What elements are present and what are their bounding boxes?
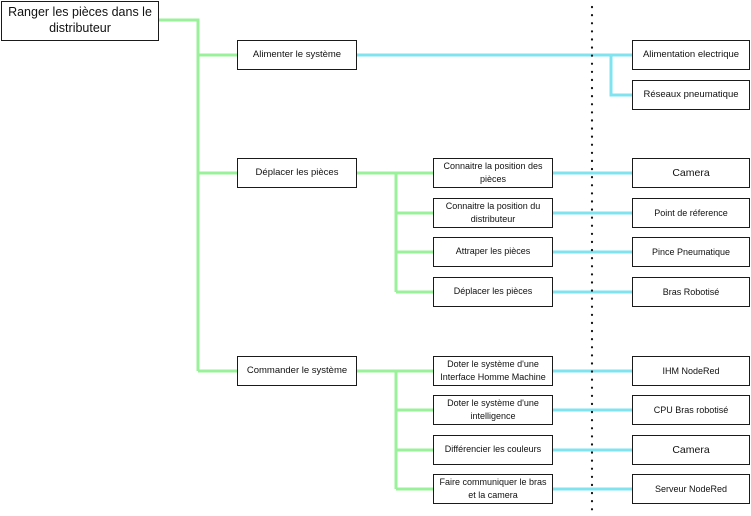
solution-box-bras: Bras Robotisé	[632, 277, 750, 307]
function-label: Commander le système	[246, 365, 348, 377]
solution-label: Pince Pneumatique	[651, 246, 731, 257]
root-function-box: Ranger les pièces dans le distributeur	[1, 1, 159, 41]
subfunction-label: Attraper les pièces	[455, 246, 531, 257]
subfunction-box-position-distributeur: Connaitre la position du distributeur	[433, 198, 553, 228]
subfunction-label: Déplacer les pièces	[453, 286, 533, 297]
solution-label: Réseaux pneumatique	[643, 89, 739, 101]
solution-label: Camera	[672, 166, 710, 179]
subfunction-box-position-pieces: Connaitre la position des pièces	[433, 158, 553, 188]
subfunction-label: Faire communiquer le bras et la camera	[439, 476, 547, 501]
subfunction-box-communiquer: Faire communiquer le bras et la camera	[433, 474, 553, 504]
solution-label: Camera	[672, 443, 710, 456]
solution-label: Alimentation electrique	[642, 49, 740, 61]
subfunction-box-deplacer: Déplacer les pièces	[433, 277, 553, 307]
solution-box-camera-2: Camera	[632, 435, 750, 465]
solution-box-cpu: CPU Bras robotisé	[632, 395, 750, 425]
subfunction-box-couleurs: Différencier les couleurs	[433, 435, 553, 465]
subfunction-label: Connaitre la position du distributeur	[445, 200, 541, 225]
solution-label: Bras Robotisé	[662, 286, 720, 297]
solution-box-alimentation: Alimentation electrique	[632, 40, 750, 70]
solution-label: Point de réference	[654, 207, 728, 218]
subfunction-box-intelligence: Doter le système d'une intelligence	[433, 395, 553, 425]
function-box-commander: Commander le système	[237, 356, 357, 386]
solution-box-reseaux: Réseaux pneumatique	[632, 80, 750, 110]
connector-root-trunk	[159, 18, 200, 371]
green-tree-lines	[159, 18, 433, 491]
function-label: Alimenter le système	[252, 49, 342, 61]
function-box-alimenter: Alimenter le système	[237, 40, 357, 70]
root-function-label: Ranger les pièces dans le distributeur	[8, 5, 152, 35]
solution-box-serveur: Serveur NodeRed	[632, 474, 750, 504]
connector-reseaux-solution	[609, 55, 632, 97]
subfunction-box-attraper: Attraper les pièces	[433, 237, 553, 267]
cyan-solution-lines	[357, 53, 632, 491]
solution-box-pince: Pince Pneumatique	[632, 237, 750, 267]
solution-box-ihm: IHM NodeRed	[632, 356, 750, 386]
function-box-deplacer: Déplacer les pièces	[237, 158, 357, 188]
subfunction-box-ihm: Doter le système d'une Interface Homme M…	[433, 356, 553, 386]
subfunction-label: Doter le système d'une Interface Homme M…	[440, 358, 546, 383]
subfunction-label: Différencier les couleurs	[444, 444, 542, 455]
subfunction-label: Doter le système d'une intelligence	[447, 397, 539, 422]
solution-label: CPU Bras robotisé	[653, 404, 729, 415]
solution-label: Serveur NodeRed	[654, 483, 728, 494]
solution-box-point-reference: Point de réference	[632, 198, 750, 228]
solution-box-camera: Camera	[632, 158, 750, 188]
subfunction-label: Connaitre la position des pièces	[443, 160, 543, 185]
function-label: Déplacer les pièces	[255, 167, 339, 179]
solution-label: IHM NodeRed	[662, 365, 720, 376]
